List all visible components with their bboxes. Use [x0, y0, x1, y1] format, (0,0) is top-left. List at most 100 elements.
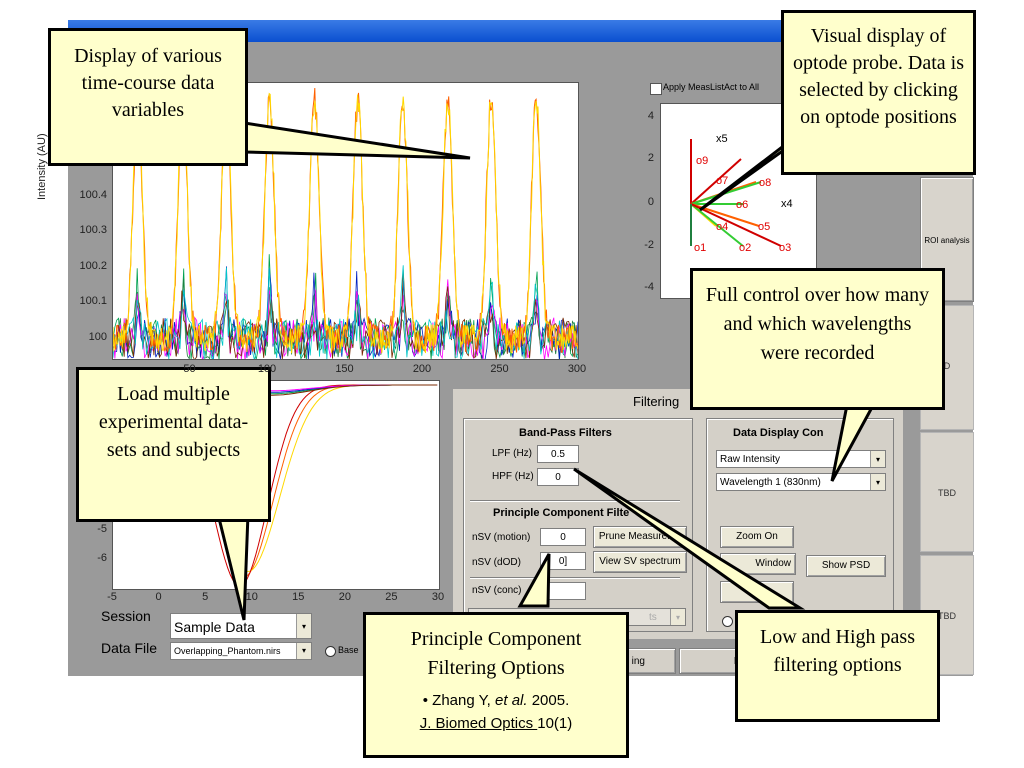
probe-y-tick-label: -2 — [644, 239, 654, 251]
reference-etal: et al. — [495, 692, 528, 709]
probe-y-tick-label: 2 — [647, 152, 654, 164]
reference-journal: J. Biomed Optics — [419, 715, 538, 732]
hpf-label: HPF (Hz) — [492, 471, 534, 482]
chevron-down-icon: ▾ — [870, 451, 885, 467]
hrf-x-tick-label: 25 — [385, 591, 398, 603]
series-line — [112, 279, 579, 361]
probe-optode-label: o3 — [779, 242, 791, 254]
y-tick-label: 100 — [88, 331, 107, 343]
reference-year: 2005. — [527, 692, 570, 709]
x-tick-label: 100 — [257, 363, 277, 375]
callout-wavelengths-text: Full control over how many and which wav… — [705, 284, 930, 364]
apply-measlist-checkbox[interactable] — [650, 83, 662, 95]
hrf-x-tick-label: 15 — [292, 591, 305, 603]
probe-y-tick-label: 4 — [647, 110, 654, 122]
chevron-down-icon: ▾ — [296, 614, 311, 638]
callout-lowhigh: Low and High pass filtering options — [735, 610, 940, 722]
probe-optode-label: o7 — [716, 175, 728, 187]
probe-optode-label: x5 — [716, 133, 728, 145]
zoom-on-button[interactable]: Zoom On — [720, 526, 794, 548]
callout-load: Load multiple experimental data-sets and… — [76, 367, 271, 522]
hrf-x-tick-label: 20 — [338, 591, 351, 603]
wavelength-select[interactable]: Wavelength 1 (830nm) ▾ — [716, 473, 886, 491]
probe-optode-label: o5 — [758, 221, 770, 233]
datatype-value: Raw Intensity — [720, 454, 781, 465]
callout-pca-reference: • Zhang Y, et al. 2005. J. Biomed Optics… — [374, 689, 618, 735]
nsv-motion-label: nSV (motion) — [472, 532, 531, 543]
wavelength-value: Wavelength 1 (830nm) — [720, 477, 821, 488]
nsv-motion-input[interactable]: 0 — [540, 528, 586, 546]
callout-wavelengths: Full control over how many and which wav… — [690, 268, 945, 410]
lpf-input[interactable]: 0.5 — [537, 445, 579, 463]
chevron-down-icon: ▾ — [296, 643, 311, 659]
probe-optode-label: o9 — [696, 155, 708, 167]
apply-measlist-label: Apply MeasListAct to All — [663, 82, 760, 92]
chevron-down-icon: ▾ — [870, 474, 885, 490]
show-psd-button[interactable]: Show PSD — [806, 555, 886, 577]
display-radio[interactable] — [722, 616, 733, 627]
callout-timecourse-text: Display of various time-course data vari… — [74, 45, 222, 121]
title-bar — [68, 20, 973, 42]
hrf-x-tick-label: 5 — [202, 591, 209, 603]
callout-probe-text: Visual display of optode probe. Data is … — [792, 25, 965, 128]
session-select[interactable]: Sample Data ▾ — [170, 613, 312, 639]
y-tick-label: 100.2 — [79, 259, 107, 272]
series-line — [112, 90, 579, 354]
bandpass-header: Band-Pass Filters — [519, 427, 612, 439]
callout-lowhigh-text: Low and High pass filtering options — [760, 626, 915, 676]
probe-optode-label: x4 — [781, 198, 793, 210]
datatype-select[interactable]: Raw Intensity ▾ — [716, 450, 886, 468]
y-axis-label: Intensity (AU) — [36, 133, 48, 200]
callout-pca: Principle Component Filtering Options • … — [363, 612, 629, 758]
nsv-conc-input[interactable] — [540, 582, 586, 600]
x-tick-label: 50 — [183, 363, 196, 375]
series-line — [112, 265, 579, 361]
y-tick-label: 100.4 — [79, 188, 107, 201]
timecourse-chart — [112, 87, 579, 361]
callout-pca-text: Principle Component Filtering Options — [410, 628, 582, 679]
reference-author: Zhang Y, — [432, 692, 496, 709]
lpf-label: LPF (Hz) — [492, 448, 532, 459]
window-button[interactable]: Window — [720, 553, 796, 575]
x-tick-label: 150 — [335, 363, 354, 375]
probe-optode-label: o4 — [716, 221, 728, 233]
bullet-icon: • — [422, 692, 428, 709]
baseline-label: Base — [338, 645, 359, 655]
divider — [470, 500, 680, 502]
probe-optode-label: o8 — [759, 177, 771, 189]
divider — [470, 577, 680, 579]
chevron-down-icon: ▾ — [670, 609, 685, 625]
probe-y-tick-label: 0 — [647, 196, 654, 208]
prune-measurements-button[interactable]: Prune Measureme — [593, 526, 687, 548]
view-sv-spectrum-button[interactable]: View SV spectrum — [593, 551, 687, 573]
x-tick-label: 250 — [490, 363, 509, 375]
baseline-radio[interactable] — [325, 646, 336, 657]
hrf-x-tick-label: 30 — [431, 591, 445, 603]
datafile-value: Overlapping_Phantom.nirs — [174, 646, 281, 656]
session-value: Sample Data — [174, 619, 255, 635]
hpf-input[interactable]: 0 — [537, 468, 579, 486]
probe-optode-label: o2 — [739, 242, 751, 254]
probe-optode-label: o6 — [736, 199, 748, 211]
callout-probe: Visual display of optode probe. Data is … — [781, 10, 976, 175]
nsv-dod-input[interactable]: 0] — [540, 552, 586, 570]
callout-load-text: Load multiple experimental data-sets and… — [98, 383, 249, 461]
hrf-x-tick-label: 0 — [155, 591, 162, 603]
blank-button[interactable] — [720, 581, 794, 603]
hrf-y-tick-label: -6 — [97, 551, 107, 564]
probe-optode-label: o1 — [694, 242, 706, 254]
pca-header: Principle Component Filte — [493, 507, 630, 519]
callout-timecourse: Display of various time-course data vari… — [48, 28, 248, 166]
side-tab-2[interactable]: TBD — [920, 432, 974, 552]
y-tick-label: 100.1 — [79, 295, 107, 308]
session-label: Session — [101, 608, 151, 624]
y-tick-label: 100.3 — [79, 224, 107, 237]
x-tick-label: 200 — [412, 363, 432, 375]
faded-select-value: ts — [649, 612, 657, 623]
hrf-x-tick-label: -5 — [107, 591, 117, 603]
datafile-select[interactable]: Overlapping_Phantom.nirs ▾ — [170, 642, 312, 660]
display-control-header: Data Display Con — [733, 427, 824, 439]
hrf-x-tick-label: 10 — [245, 591, 258, 603]
datafile-label: Data File — [101, 640, 158, 656]
nsv-dod-label: nSV (dOD) — [472, 557, 521, 568]
